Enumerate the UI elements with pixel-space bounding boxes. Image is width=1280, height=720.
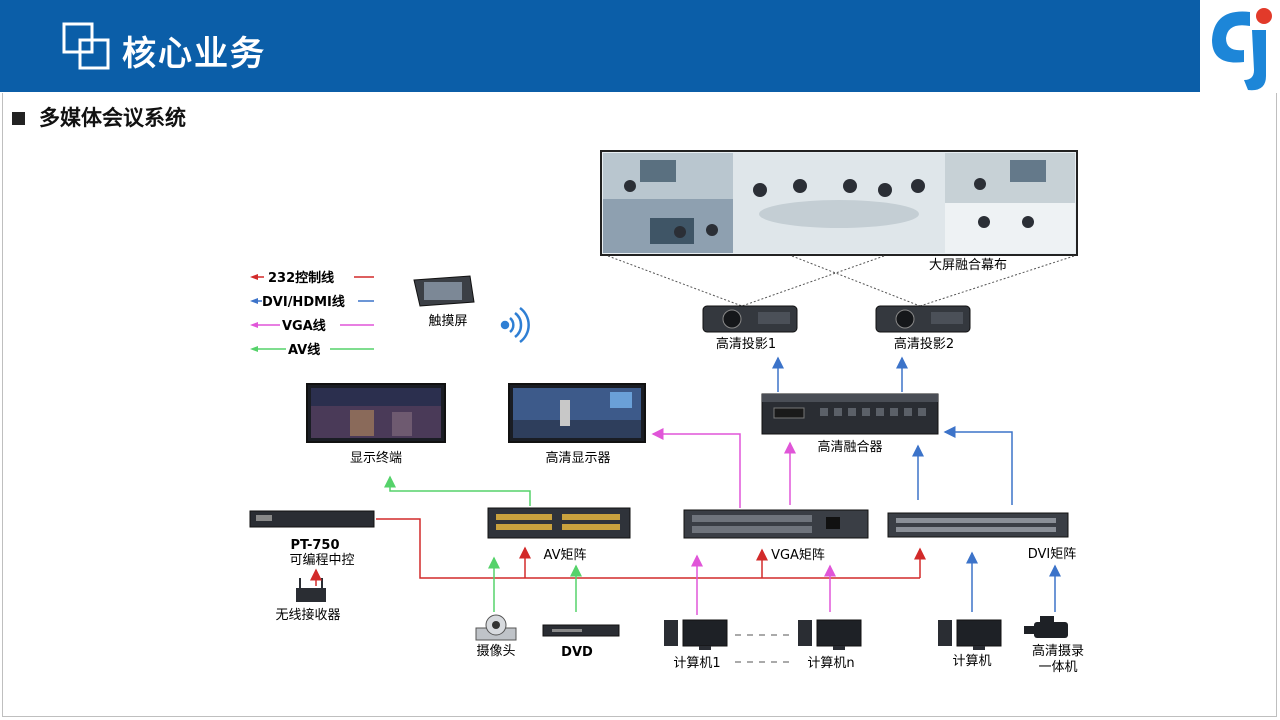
dvi-lines bbox=[772, 356, 1061, 612]
section-title: 多媒体会议系统 bbox=[12, 102, 186, 132]
av-matrix-label: AV矩阵 bbox=[544, 548, 587, 563]
vga-matrix: VGA矩阵 bbox=[683, 509, 869, 563]
legend: 232控制线 DVI/HDMI线 VGA线 AV线 bbox=[250, 268, 374, 358]
fusion-screen: 大屏融合幕布 bbox=[600, 150, 1078, 273]
projector-2-label: 高清投影2 bbox=[894, 336, 954, 352]
controller-desc: 可编程中控 bbox=[289, 553, 354, 568]
legend-item-232: 232控制线 bbox=[250, 268, 374, 286]
projector-2: 高清投影2 bbox=[875, 305, 971, 352]
screen-label: 大屏融合幕布 bbox=[929, 258, 1007, 273]
legend-item-vga: VGA线 bbox=[250, 316, 374, 334]
dvd-label: DVD bbox=[561, 645, 593, 660]
camera-label: 摄像头 bbox=[476, 644, 515, 659]
projector-1-label: 高清投影1 bbox=[716, 336, 776, 352]
hd-recorder-label-2: 一体机 bbox=[1038, 660, 1077, 675]
vga-lines bbox=[651, 428, 836, 615]
computer-1: 计算机1 bbox=[664, 619, 728, 671]
hd-recorder-label-1: 高清摄录 bbox=[1032, 643, 1084, 659]
display-terminal: 显示终端 bbox=[306, 383, 446, 466]
wireless-receiver-label: 无线接收器 bbox=[275, 607, 340, 623]
vga-matrix-label: VGA矩阵 bbox=[771, 548, 825, 563]
computer-n-label: 计算机n bbox=[807, 656, 854, 671]
legend-item-dvi: DVI/HDMI线 bbox=[250, 292, 374, 310]
rs232-lines bbox=[310, 518, 926, 586]
hd-fusion-label: 高清融合器 bbox=[817, 439, 882, 455]
av-matrix: AV矩阵 bbox=[487, 507, 631, 563]
hd-recorder: 高清摄录 一体机 bbox=[1024, 616, 1084, 675]
dvi-matrix: DVI矩阵 bbox=[887, 512, 1077, 562]
dvd-player: DVD bbox=[542, 624, 620, 660]
legend-label-232: 232控制线 bbox=[268, 270, 334, 286]
computer-n: 计算机n bbox=[798, 619, 862, 671]
computer-label: 计算机 bbox=[952, 654, 991, 669]
window-icon bbox=[62, 22, 110, 70]
company-logo bbox=[1200, 0, 1280, 92]
computer-1-label: 计算机1 bbox=[673, 656, 720, 671]
page-title: 核心业务 bbox=[122, 34, 266, 74]
wireless-icon bbox=[500, 306, 530, 344]
computer-dvi: 计算机 bbox=[938, 619, 1002, 669]
controller-model: PT-750 bbox=[290, 538, 339, 553]
header-bar: 核心业务 bbox=[0, 0, 1200, 92]
legend-label-av: AV线 bbox=[288, 342, 320, 358]
legend-item-av: AV线 bbox=[250, 340, 374, 358]
dvi-matrix-label: DVI矩阵 bbox=[1028, 547, 1077, 562]
hd-fusion-device: 高清融合器 bbox=[761, 393, 939, 455]
legend-label-dvi: DVI/HDMI线 bbox=[262, 294, 345, 310]
projection-lines bbox=[607, 255, 1075, 307]
content-frame bbox=[2, 93, 1277, 717]
legend-label-vga: VGA线 bbox=[282, 318, 326, 334]
hd-display-label: 高清显示器 bbox=[545, 450, 610, 466]
touch-screen-label: 触摸屏 bbox=[428, 314, 467, 329]
computer-ellipsis-lines bbox=[735, 634, 795, 663]
wireless-receiver: 无线接收器 bbox=[275, 578, 341, 623]
hd-display: 高清显示器 bbox=[508, 383, 646, 466]
camera: 摄像头 bbox=[475, 614, 517, 659]
av-lines bbox=[384, 475, 582, 612]
pt750-controller: PT-750 可编程中控 bbox=[249, 510, 375, 568]
projector-1: 高清投影1 bbox=[702, 305, 798, 352]
touch-screen: 触摸屏 bbox=[413, 275, 475, 329]
display-terminal-label: 显示终端 bbox=[350, 450, 402, 466]
section-title-text: 多媒体会议系统 bbox=[39, 106, 186, 130]
bullet-square-icon bbox=[12, 112, 25, 125]
